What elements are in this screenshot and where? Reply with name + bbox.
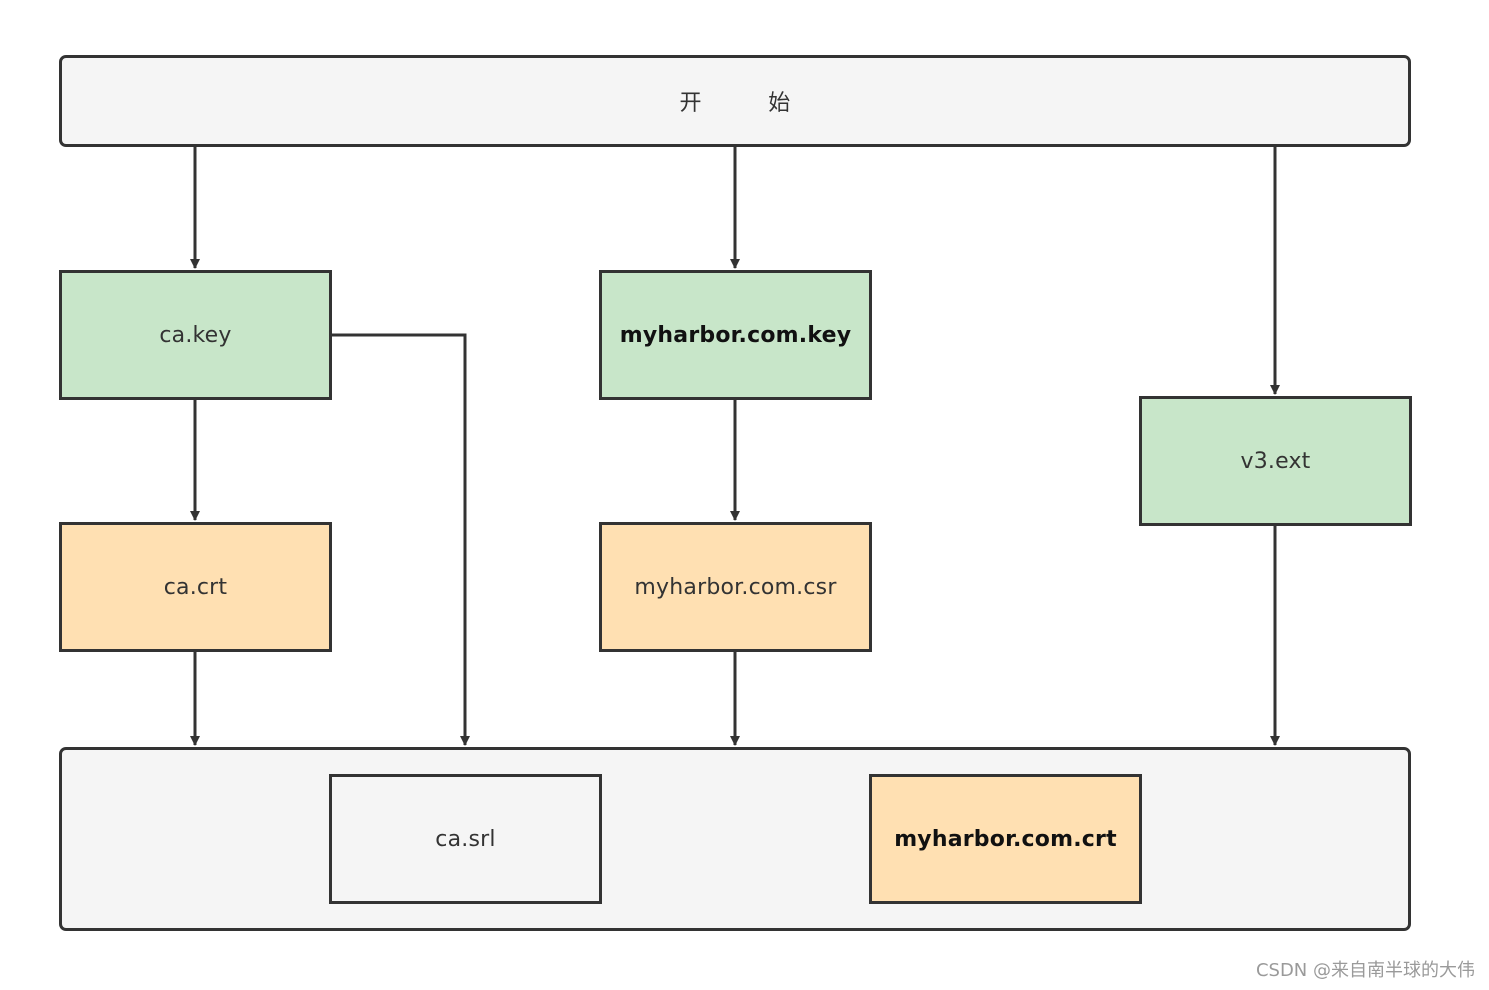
ca-key-node: ca.key [59, 270, 332, 400]
ca-srl-label: ca.srl [435, 826, 496, 852]
ca-srl-node: ca.srl [329, 774, 602, 904]
myharbor-crt-node: myharbor.com.crt [869, 774, 1142, 904]
myharbor-crt-label: myharbor.com.crt [894, 826, 1117, 852]
output-panel [59, 747, 1411, 931]
ca-crt-node: ca.crt [59, 522, 332, 652]
ca-key-label: ca.key [159, 322, 232, 348]
myharbor-key-node: myharbor.com.key [599, 270, 872, 400]
myharbor-csr-node: myharbor.com.csr [599, 522, 872, 652]
myharbor-key-label: myharbor.com.key [619, 322, 852, 348]
myharbor-csr-label: myharbor.com.csr [634, 574, 837, 600]
v3-ext-node: v3.ext [1139, 396, 1412, 526]
v3-ext-label: v3.ext [1240, 448, 1311, 474]
start-node-label: 开 始 [679, 91, 791, 116]
start-node: 开 始 [59, 55, 1411, 147]
ca-crt-label: ca.crt [163, 574, 228, 600]
edge-ca-key-to-output-panel [332, 333, 470, 746]
watermark-text: CSDN @来自南半球的大伟 [1255, 960, 1475, 981]
